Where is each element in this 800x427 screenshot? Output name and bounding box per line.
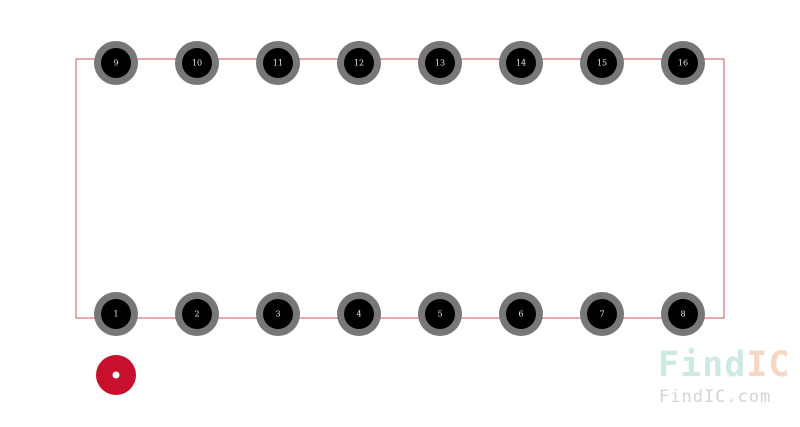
logo-text-ic: IC xyxy=(746,345,791,385)
pin-number-label: 15 xyxy=(597,59,607,68)
pad-drill-hole xyxy=(344,48,374,78)
pad-pin-10: 10 xyxy=(175,41,219,85)
pad-pin-5: 5 xyxy=(418,292,462,336)
component-outline xyxy=(75,58,725,319)
pad-pin-11: 11 xyxy=(256,41,300,85)
pad-drill-hole xyxy=(182,48,212,78)
pad-pin-9: 9 xyxy=(94,41,138,85)
pin-number-label: 13 xyxy=(435,59,445,68)
pad-pin-12: 12 xyxy=(337,41,381,85)
pad-drill-hole xyxy=(668,48,698,78)
pad-drill-hole xyxy=(263,48,293,78)
pad-drill-hole xyxy=(182,299,212,329)
bottom-pad-row: 1 2 3 4 5 6 7 8 xyxy=(94,292,705,336)
top-pad-row: 9 10 11 12 13 14 15 16 xyxy=(94,41,705,85)
pad-pin-15: 15 xyxy=(580,41,624,85)
pad-pin-13: 13 xyxy=(418,41,462,85)
pin-number-label: 5 xyxy=(437,310,442,319)
pin-number-label: 14 xyxy=(516,59,526,68)
pin-number-label: 3 xyxy=(275,310,280,319)
findic-logo: FindIC xyxy=(658,348,790,383)
pad-pin-16: 16 xyxy=(661,41,705,85)
pad-pin-6: 6 xyxy=(499,292,543,336)
pad-pin-3: 3 xyxy=(256,292,300,336)
pin-number-label: 12 xyxy=(354,59,364,68)
pin-number-label: 1 xyxy=(113,310,118,319)
pin-number-label: 9 xyxy=(113,59,118,68)
pad-drill-hole xyxy=(263,299,293,329)
pad-drill-hole xyxy=(506,48,536,78)
pin-number-label: 7 xyxy=(599,310,604,319)
pad-pin-4: 4 xyxy=(337,292,381,336)
pad-drill-hole xyxy=(425,299,455,329)
pin-number-label: 11 xyxy=(273,59,283,68)
pad-drill-hole xyxy=(344,299,374,329)
pin-number-label: 6 xyxy=(518,310,523,319)
pad-pin-14: 14 xyxy=(499,41,543,85)
pad-pin-7: 7 xyxy=(580,292,624,336)
pad-drill-hole xyxy=(587,299,617,329)
pin-number-label: 8 xyxy=(680,310,685,319)
pad-drill-hole xyxy=(668,299,698,329)
logo-text-find: Find xyxy=(658,345,747,385)
pad-drill-hole xyxy=(101,299,131,329)
pad-pin-2: 2 xyxy=(175,292,219,336)
pad-drill-hole xyxy=(587,48,617,78)
pin-number-label: 16 xyxy=(678,59,688,68)
pad-drill-hole xyxy=(425,48,455,78)
findic-url: FindIC.com xyxy=(659,387,772,407)
pin1-marker xyxy=(96,355,136,395)
pad-drill-hole xyxy=(506,299,536,329)
pad-pin-1: 1 xyxy=(94,292,138,336)
pad-pin-8: 8 xyxy=(661,292,705,336)
pin-number-label: 2 xyxy=(194,310,199,319)
pin-number-label: 10 xyxy=(192,59,202,68)
pin-number-label: 4 xyxy=(356,310,361,319)
pad-drill-hole xyxy=(101,48,131,78)
